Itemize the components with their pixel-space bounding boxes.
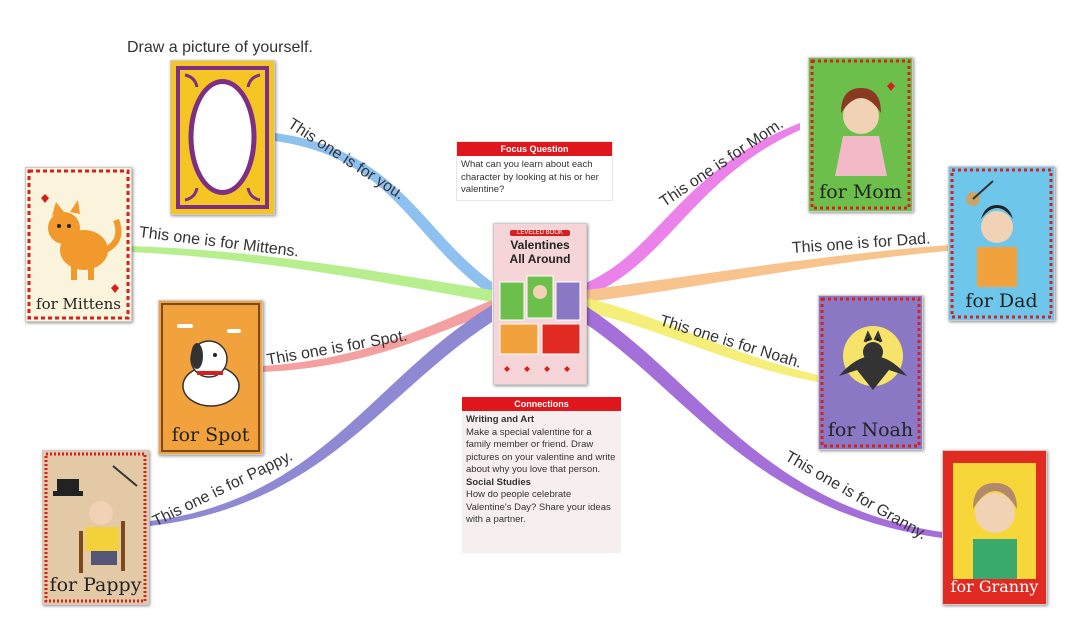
connections-text-writing-art: Make a special valentine for a family me…	[466, 426, 616, 476]
grandpa-illustration-icon	[44, 452, 147, 603]
mom-illustration-icon	[810, 59, 911, 210]
connections-box: Connections Writing and Art Make a speci…	[462, 397, 621, 553]
cat-illustration-icon	[27, 169, 130, 320]
card-caption-mom: for Mom	[819, 181, 902, 203]
self-portrait-frame-card	[170, 60, 275, 215]
branch-ribbon-noah	[586, 298, 818, 382]
granny-card: for Granny	[942, 450, 1047, 605]
book-series-label: LEVELED BOOK	[510, 230, 570, 236]
ornate-frame-icon	[176, 66, 269, 209]
connections-heading-social-studies: Social Studies	[466, 476, 531, 488]
dad-card: for Dad	[948, 166, 1055, 321]
book-title-line1: Valentines	[510, 238, 570, 252]
superhero-illustration-icon	[820, 297, 921, 448]
focus-question-text: What can you learn about each character …	[461, 159, 599, 195]
self-portrait-prompt: Draw a picture of yourself.	[127, 39, 313, 56]
connections-text-social-studies: How do people celebrate Valentine's Day?…	[466, 489, 611, 525]
branch-ribbon-mittens	[130, 246, 492, 302]
card-caption-dad: for Dad	[965, 290, 1038, 312]
spot-card: for Spot	[158, 300, 263, 455]
mittens-card: for Mittens	[25, 167, 132, 322]
book-cover: LEVELED BOOK Valentines All Around	[493, 223, 587, 385]
branch-ribbon-dad	[586, 245, 948, 302]
granny-illustration-icon	[953, 463, 1036, 579]
book-cover-art-icon	[499, 275, 581, 372]
focus-question-header: Focus Question	[457, 142, 612, 156]
noah-card: for Noah	[818, 295, 923, 450]
card-caption-noah: for Noah	[827, 419, 914, 441]
mom-card: for Mom	[808, 57, 913, 212]
connections-heading-writing-art: Writing and Art	[466, 414, 535, 425]
focus-question-box: Focus Question What can you learn about …	[456, 141, 613, 201]
card-caption-pappy: for Pappy	[49, 574, 142, 596]
dad-illustration-icon	[950, 168, 1053, 319]
branch-ribbon-mom	[586, 123, 800, 297]
dog-illustration-icon	[161, 303, 260, 452]
book-title-line2: All Around	[509, 252, 571, 266]
card-caption-mittens: for Mittens	[36, 295, 121, 313]
pappy-card: for Pappy	[42, 450, 149, 605]
card-caption-granny: for Granny	[950, 577, 1039, 596]
connections-header: Connections	[462, 397, 621, 411]
card-caption-spot: for Spot	[171, 424, 250, 446]
branch-ribbon-spot	[262, 300, 492, 372]
